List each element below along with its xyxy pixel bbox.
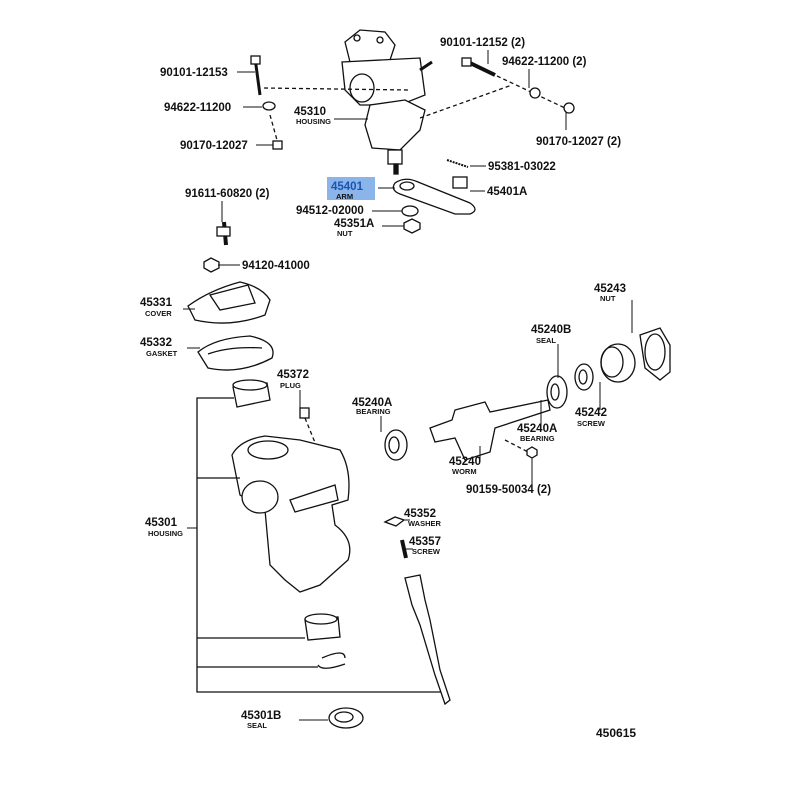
- part-name-worm: WORM: [452, 467, 477, 476]
- part-label-45310[interactable]: 45310: [294, 106, 326, 118]
- part-label-45240B[interactable]: 45240B: [531, 324, 572, 336]
- part-label-91611-60820[interactable]: 91611-60820 (2): [185, 188, 270, 200]
- part-name-housing-main: HOUSING: [148, 529, 184, 538]
- part-label-94622-11200[interactable]: 94622-11200: [164, 102, 232, 114]
- part-label-45357[interactable]: 45357: [409, 536, 441, 548]
- part-label-90159-50034[interactable]: 90159-50034 (2): [466, 484, 552, 496]
- part-label-90170-12027[interactable]: 90170-12027: [180, 140, 248, 152]
- part-label-45401A[interactable]: 45401A: [487, 186, 528, 198]
- part-label-90101-12152[interactable]: 90101-12152 (2): [440, 37, 526, 49]
- part-name-nut: NUT: [337, 229, 353, 238]
- part-label-94512-02000[interactable]: 94512-02000: [296, 205, 364, 217]
- part-name-nut-right: NUT: [600, 294, 616, 303]
- part-name-screw: SCREW: [412, 547, 440, 556]
- part-label-45401[interactable]: 45401: [331, 181, 363, 193]
- part-label-45352[interactable]: 45352: [404, 508, 436, 520]
- diagram-id: 450615: [596, 726, 637, 740]
- part-label-45242[interactable]: 45242: [575, 407, 607, 419]
- part-name-seal: SEAL: [536, 336, 557, 345]
- part-name-gasket: GASKET: [146, 349, 178, 358]
- selected-part-highlight: [327, 177, 375, 200]
- part-label-45331[interactable]: 45331: [140, 297, 172, 309]
- part-label-94120-41000[interactable]: 94120-41000: [242, 260, 310, 272]
- part-label-45332[interactable]: 45332: [140, 337, 172, 349]
- part-name-housing: HOUSING: [296, 117, 332, 126]
- part-name-plug: PLUG: [280, 381, 301, 390]
- part-label-90101-12153[interactable]: 90101-12153: [160, 67, 228, 79]
- part-label-45301[interactable]: 45301: [145, 517, 177, 529]
- part-label-45301B[interactable]: 45301B: [241, 710, 282, 722]
- part-label-95381-03022[interactable]: 95381-03022: [488, 161, 556, 173]
- part-label-45240A-left[interactable]: 45240A: [352, 397, 393, 409]
- part-label-45372[interactable]: 45372: [277, 369, 309, 381]
- part-name-seal-bottom: SEAL: [247, 721, 268, 730]
- part-name-cover: COVER: [145, 309, 172, 318]
- part-name-washer: WASHER: [408, 519, 441, 528]
- part-label-45240[interactable]: 45240: [449, 456, 481, 468]
- part-name-arm: ARM: [336, 192, 354, 201]
- part-label-90170-12027-2[interactable]: 90170-12027 (2): [536, 136, 622, 148]
- part-name-screw-right: SCREW: [577, 419, 605, 428]
- steering-gear-assembly-drawing: [341, 29, 433, 175]
- part-label-45240A-right[interactable]: 45240A: [517, 423, 558, 435]
- part-label-94622-11200-2[interactable]: 94622-11200 (2): [502, 56, 587, 68]
- part-name-bearing-left: BEARING: [356, 407, 391, 416]
- part-name-bearing-right: BEARING: [520, 434, 555, 443]
- part-label-45243[interactable]: 45243: [594, 283, 626, 295]
- part-label-45351A[interactable]: 45351A: [334, 218, 375, 230]
